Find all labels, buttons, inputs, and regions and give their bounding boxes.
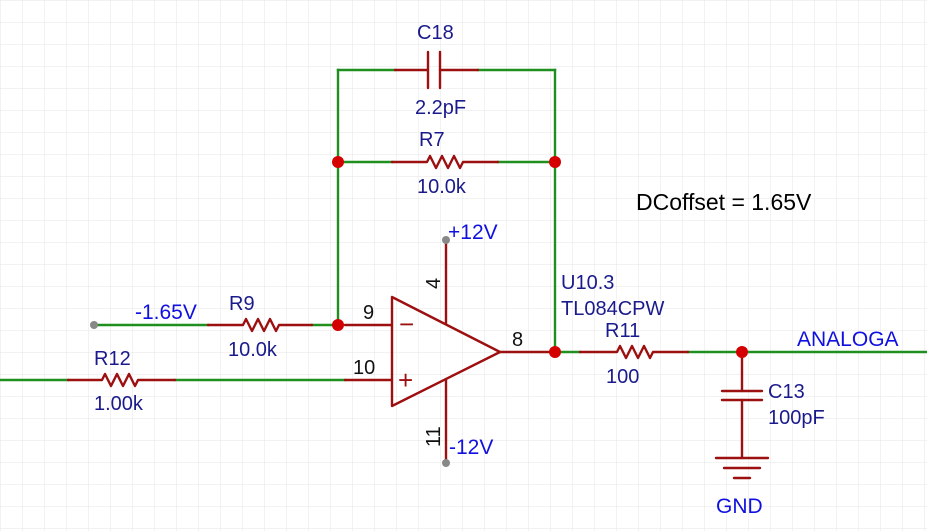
junction-r7-left [332, 156, 344, 168]
net-label-vpos: +12V [448, 221, 498, 244]
net-label-offset: -1.65V [135, 301, 197, 324]
r12-ref-label: R12 [94, 348, 131, 370]
r7-body [390, 154, 500, 170]
net-label-analoga: ANALOGA [797, 328, 899, 351]
wires [0, 68, 927, 382]
r9-value-label: 10.0k [228, 339, 278, 361]
r7-value-label: 10.0k [417, 176, 467, 198]
pin-number-11: 11 [423, 426, 445, 447]
r11-value-label: 100 [606, 366, 639, 388]
resistor-r12[interactable] [66, 372, 177, 388]
gnd-bars [714, 456, 770, 480]
r11-ref-label: R11 [605, 320, 640, 342]
c18-ref-label: C18 [417, 22, 454, 44]
capacitor-c13[interactable] [720, 350, 764, 460]
resistor-r11[interactable] [578, 344, 690, 360]
opamp-u10[interactable]: − + [343, 238, 557, 465]
c18-value-label: 2.2pF [415, 97, 466, 119]
net-label-vneg: -12V [449, 436, 493, 459]
net-label-gnd: GND [716, 495, 763, 518]
pin-number-4: 4 [423, 278, 445, 289]
junctions [332, 156, 748, 358]
junction-analoga-node [736, 346, 748, 358]
junction-output-node [549, 346, 561, 358]
r9-body [206, 317, 314, 333]
c13-plates [720, 389, 764, 402]
pin-end-vneg[interactable] [442, 459, 450, 467]
resistor-r7[interactable] [390, 154, 500, 170]
r7-ref-label: R7 [419, 129, 445, 151]
u10-ref-label: U10.3 [561, 272, 614, 294]
junction-r7-right [549, 156, 561, 168]
pin-number-9: 9 [363, 302, 374, 324]
u10-part-label: TL084CPW [561, 298, 664, 320]
opamp-plus-sign: + [398, 365, 413, 395]
opamp-minus-sign: − [399, 309, 414, 339]
r9-ref-label: R9 [229, 293, 255, 315]
r12-value-label: 1.00k [94, 393, 144, 415]
pin-number-10: 10 [353, 357, 375, 379]
pin-number-8: 8 [512, 329, 523, 351]
pin-ends [90, 236, 450, 467]
ground-symbol[interactable] [714, 456, 770, 480]
r12-body [66, 372, 177, 388]
c13-value-label: 100pF [768, 407, 825, 429]
junction-inverting-node [332, 319, 344, 331]
pin-end-offset[interactable] [90, 321, 98, 329]
resistor-r9[interactable] [206, 317, 314, 333]
c13-ref-label: C13 [768, 381, 805, 403]
dc-offset-note: DCoffset = 1.65V [636, 189, 812, 215]
c18-plates [426, 50, 442, 90]
capacitor-c18[interactable] [393, 50, 480, 90]
pin-end-vpos[interactable] [442, 236, 450, 244]
r11-body [578, 344, 690, 360]
